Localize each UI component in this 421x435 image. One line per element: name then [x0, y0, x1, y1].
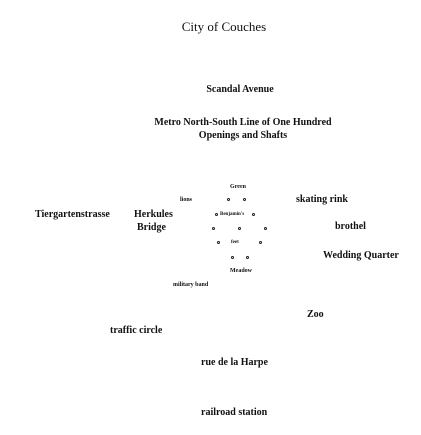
label-railroad-station: railroad station [201, 407, 268, 418]
label-wedding-quarter: Wedding Quarter [323, 250, 399, 261]
label-herkules: Herkules [134, 209, 173, 220]
label-lions: lions [180, 197, 193, 203]
dot-icon [215, 213, 218, 216]
dot-icon [227, 198, 230, 201]
label-metro-line-1: Metro North-South Line of One Hundred [154, 117, 332, 128]
label-skating-rink: skating rink [296, 194, 348, 205]
label-green: Green [230, 184, 246, 190]
dot-icon [217, 241, 220, 244]
dot-icon [259, 241, 262, 244]
label-tiergartenstrasse: Tiergartenstrasse [35, 209, 110, 220]
label-metro-line: Metro North-South Line of One Hundred Op… [154, 117, 331, 142]
dot-icon [246, 256, 249, 259]
dot-icon [212, 227, 215, 230]
label-military-band: military band [173, 282, 209, 288]
map-title: City of Couches [181, 19, 267, 34]
label-feet: feet [231, 240, 239, 245]
label-meadow: Meadow [230, 268, 252, 274]
label-metro-line-2: Openings and Shafts [198, 129, 288, 141]
label-traffic-circle: traffic circle [110, 325, 163, 336]
dot-icon [264, 227, 267, 230]
dot-icon [238, 227, 241, 230]
label-scandal-avenue: Scandal Avenue [206, 84, 274, 95]
dot-icon [252, 213, 255, 216]
dot-icon [231, 256, 234, 259]
label-brothel: brothel [335, 221, 366, 232]
label-zoo: Zoo [307, 309, 324, 320]
dot-icon [243, 198, 246, 201]
label-benjamins: Benjamin's [220, 212, 245, 217]
label-rue-de-la-harpe: rue de la Harpe [201, 357, 268, 368]
label-bridge: Bridge [137, 222, 166, 233]
